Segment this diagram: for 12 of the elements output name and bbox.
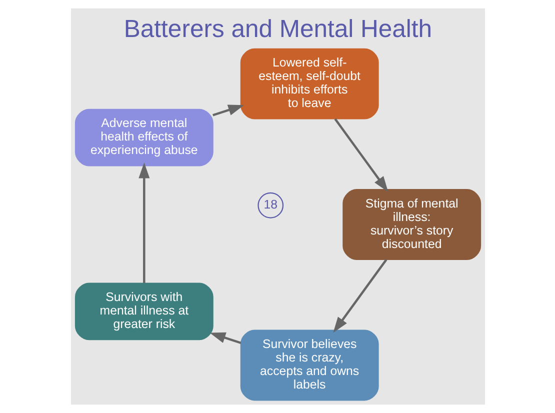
arrow (209, 332, 241, 344)
node-box: Survivor believes she is crazy, accepts and owns labels (240, 330, 378, 401)
arrow (138, 162, 150, 284)
node-box: Stigma of mental illness: survivor’s story discounted (342, 189, 481, 260)
diagram-title: Batterers and Mental Health (123, 16, 432, 44)
node-box: Adverse mental health effects of experiencing abuse (74, 108, 213, 166)
label: 18 (263, 198, 277, 212)
node-box: Lowered self-esteem, self-doubt inhibits efforts to leave (240, 48, 378, 120)
arrow (212, 104, 244, 116)
node-box: Survivors with mental illness at greater risk (74, 282, 213, 340)
arrow (334, 118, 388, 192)
arrow (332, 259, 387, 333)
